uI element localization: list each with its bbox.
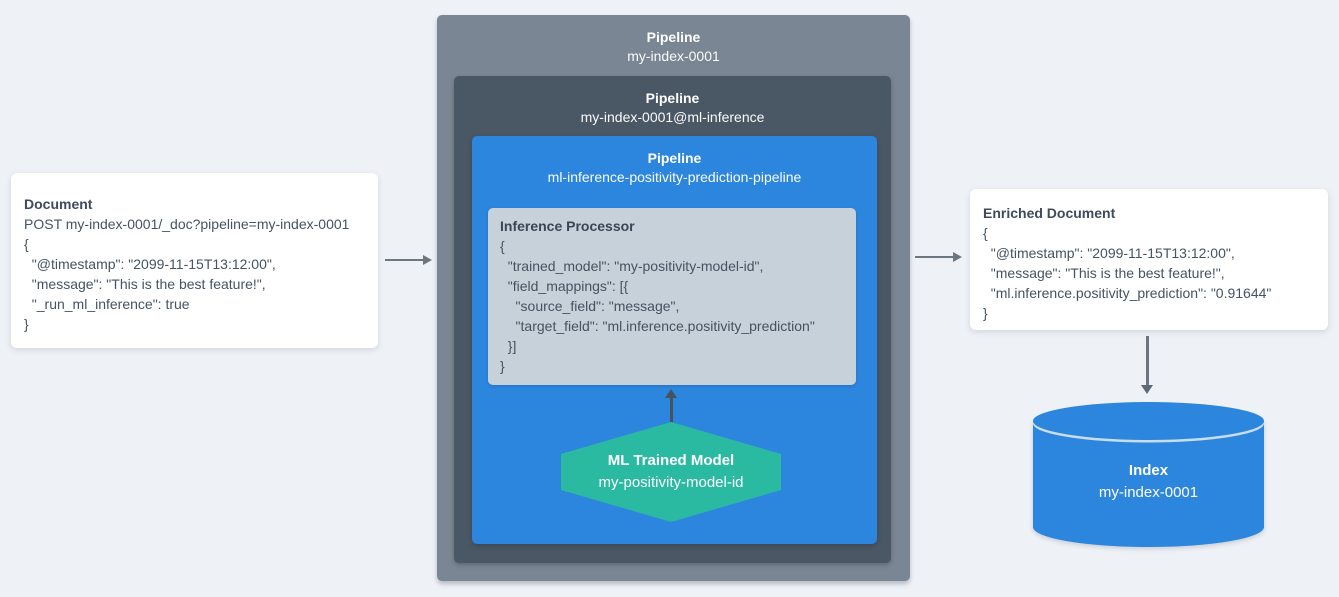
inference-processor-card: Inference Processor { "trained_model": "… bbox=[488, 208, 856, 385]
pipeline-inner-name: ml-inference-positivity-prediction-pipel… bbox=[547, 169, 802, 185]
document-card: Document POST my-index-0001/_doc?pipelin… bbox=[11, 173, 378, 348]
inference-processor-body: { "trained_model": "my-positivity-model-… bbox=[500, 238, 815, 374]
index-title: Index bbox=[1128, 462, 1169, 479]
pipeline-inner-header: Pipeline ml-inference-positivity-predict… bbox=[472, 136, 877, 187]
inference-processor-title: Inference Processor bbox=[500, 218, 635, 234]
arrow-line bbox=[670, 396, 673, 422]
cylinder-top-ellipse bbox=[1033, 402, 1264, 440]
ml-trained-model-name: my-positivity-model-id bbox=[598, 474, 744, 491]
arrow-model-to-processor bbox=[665, 389, 678, 422]
arrow-document-to-pipeline bbox=[385, 254, 432, 266]
enriched-document-card: Enriched Document { "@timestamp": "2099-… bbox=[970, 189, 1328, 330]
arrow-pipeline-to-enriched-document bbox=[915, 251, 962, 263]
pipeline-outer-name: my-index-0001 bbox=[627, 48, 720, 64]
ml-trained-model-title: ML Trained Model bbox=[607, 452, 735, 469]
pipeline-outer-header: Pipeline my-index-0001 bbox=[437, 15, 910, 66]
arrow-enriched-document-to-index bbox=[1141, 336, 1154, 394]
enriched-document-body: { "@timestamp": "2099-11-15T13:12:00", "… bbox=[983, 225, 1272, 321]
pipeline-mid-name: my-index-0001@ml-inference bbox=[580, 109, 765, 125]
arrow-head-down-icon bbox=[1141, 385, 1153, 394]
pipeline-inner-box: Pipeline ml-inference-positivity-predict… bbox=[472, 136, 877, 544]
arrow-line bbox=[1146, 336, 1149, 386]
pipeline-inner-label: Pipeline bbox=[647, 150, 702, 166]
arrow-head-right-icon bbox=[953, 252, 962, 262]
pipeline-outer-label: Pipeline bbox=[646, 29, 701, 45]
pipeline-mid-box: Pipeline my-index-0001@ml-inference Pipe… bbox=[454, 76, 891, 563]
pipeline-mid-label: Pipeline bbox=[645, 90, 700, 106]
arrow-head-up-icon bbox=[665, 389, 677, 398]
arrow-head-right-icon bbox=[423, 255, 432, 265]
pipeline-mid-header: Pipeline my-index-0001@ml-inference bbox=[454, 76, 891, 127]
index-name: my-index-0001 bbox=[1098, 484, 1199, 501]
enriched-document-title: Enriched Document bbox=[983, 205, 1116, 221]
cylinder-body bbox=[1033, 421, 1264, 547]
index-cylinder: Index my-index-0001 bbox=[1033, 402, 1264, 547]
document-card-title: Document bbox=[24, 196, 93, 212]
arrow-line bbox=[385, 259, 424, 261]
arrow-line bbox=[915, 256, 954, 258]
document-card-body: POST my-index-0001/_doc?pipeline=my-inde… bbox=[24, 216, 350, 332]
pipeline-outer-box: Pipeline my-index-0001 Pipeline my-index… bbox=[437, 15, 910, 581]
index-labels: Index my-index-0001 bbox=[1033, 460, 1264, 504]
ml-trained-model-hexagon: ML Trained Model my-positivity-model-id bbox=[561, 422, 781, 522]
